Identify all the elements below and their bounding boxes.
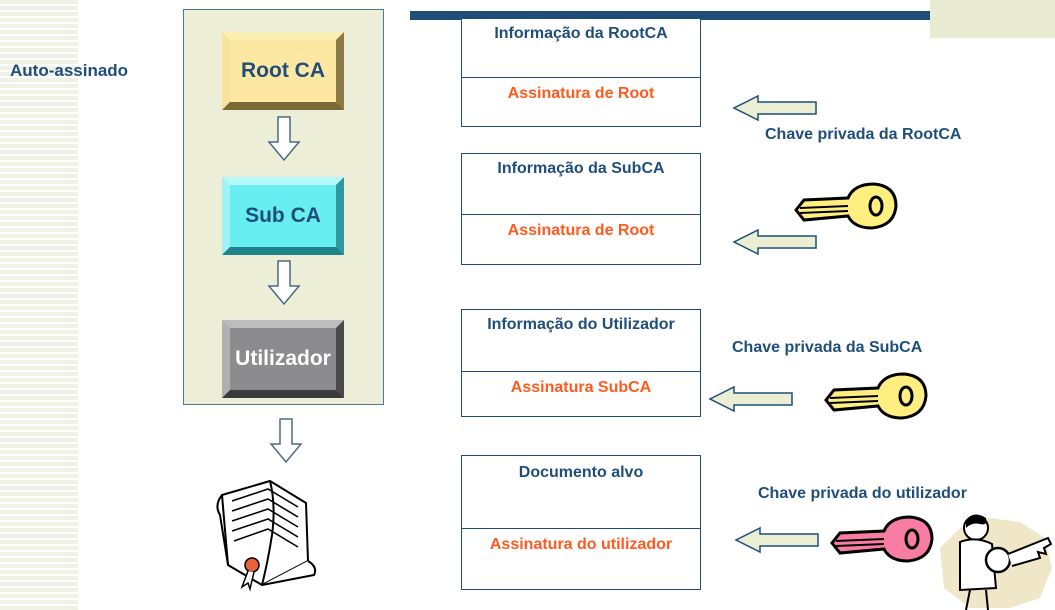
corner-accent-block — [930, 0, 1055, 38]
pink-key-icon — [830, 515, 934, 563]
certificate-signature: Assinatura de Root — [507, 222, 655, 239]
certificate-user: Informação do Utilizador Assinatura SubC… — [461, 309, 701, 417]
certificate-signature: Assinatura de Root — [507, 85, 655, 102]
left-arrow-icon — [708, 385, 793, 413]
left-arrow-icon — [732, 228, 817, 256]
document-certificate-icon — [216, 479, 317, 592]
left-arrow-icon — [732, 94, 817, 122]
user-box: Utilizador — [222, 320, 344, 398]
certificate-root: Informação da RootCA Assinatura de Root — [461, 18, 701, 127]
certificate-info: Informação da SubCA — [462, 154, 700, 215]
yellow-key-icon — [794, 182, 898, 230]
left-stripe-decoration — [0, 0, 78, 610]
down-arrow-icon — [267, 260, 301, 306]
yellow-key-icon — [824, 372, 928, 420]
root-private-key-label: Chave privada da RootCA — [765, 126, 962, 143]
auto-signed-label: Auto-assinado — [10, 61, 129, 80]
certificate-signature: Assinatura do utilizador — [489, 536, 673, 553]
person-holding-key-icon — [940, 514, 1053, 610]
certificate-info: Informação do Utilizador — [462, 310, 700, 372]
user-private-key-label: Chave privada do utilizador — [758, 485, 967, 502]
certificate-signature: Assinatura SubCA — [510, 379, 652, 396]
root-ca-box: Root CA — [222, 32, 344, 110]
certificate-sub: Informação da SubCA Assinatura de Root — [461, 153, 701, 265]
top-accent-bar — [410, 11, 1055, 20]
certificate-info: Informação da RootCA — [462, 19, 700, 78]
root-ca-label: Root CA — [241, 59, 325, 82]
sub-ca-box: Sub CA — [222, 177, 344, 255]
sub-private-key-label: Chave privada da SubCA — [732, 339, 923, 356]
down-arrow-icon — [269, 418, 303, 464]
certificate-info: Documento alvo — [462, 456, 700, 529]
certificate-document: Documento alvo Assinatura do utilizador — [461, 455, 701, 590]
sub-ca-label: Sub CA — [245, 204, 321, 227]
left-arrow-icon — [734, 526, 819, 554]
user-label: Utilizador — [235, 347, 331, 370]
down-arrow-icon — [267, 116, 301, 162]
